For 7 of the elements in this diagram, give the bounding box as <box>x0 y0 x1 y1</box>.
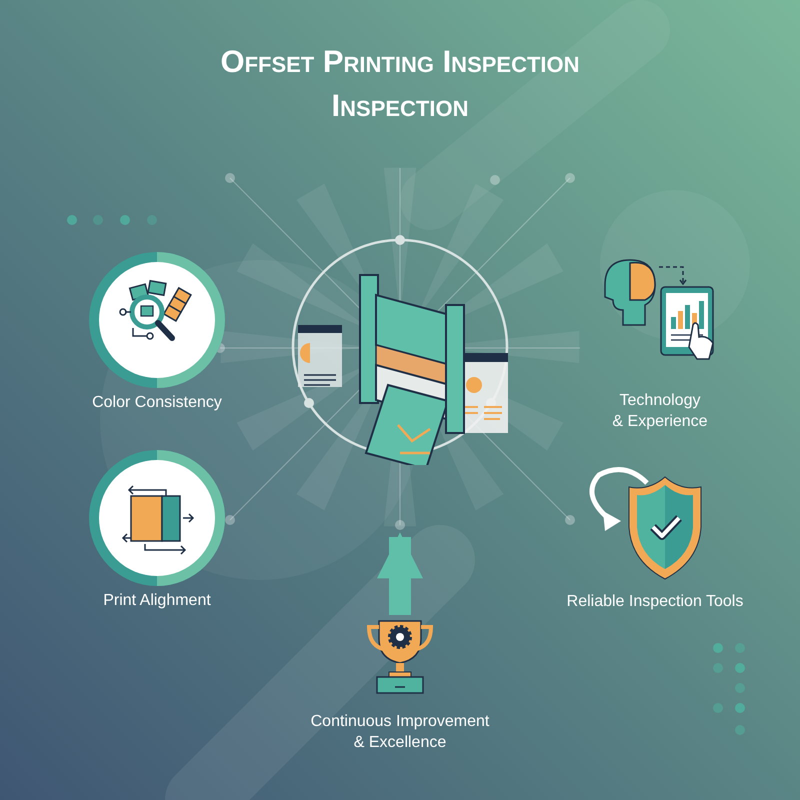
node-label: Color Consistency <box>91 393 223 413</box>
node-label: Reliable Inspection Tools <box>566 592 744 612</box>
node-label: Technology & Experience <box>611 391 709 432</box>
title: Offset Printing Inspection Inspection <box>219 43 581 125</box>
node-label: Continuous Improvement & Excellence <box>310 712 490 753</box>
node-label: Print Alighment <box>102 591 212 611</box>
up-arrow <box>377 532 423 615</box>
